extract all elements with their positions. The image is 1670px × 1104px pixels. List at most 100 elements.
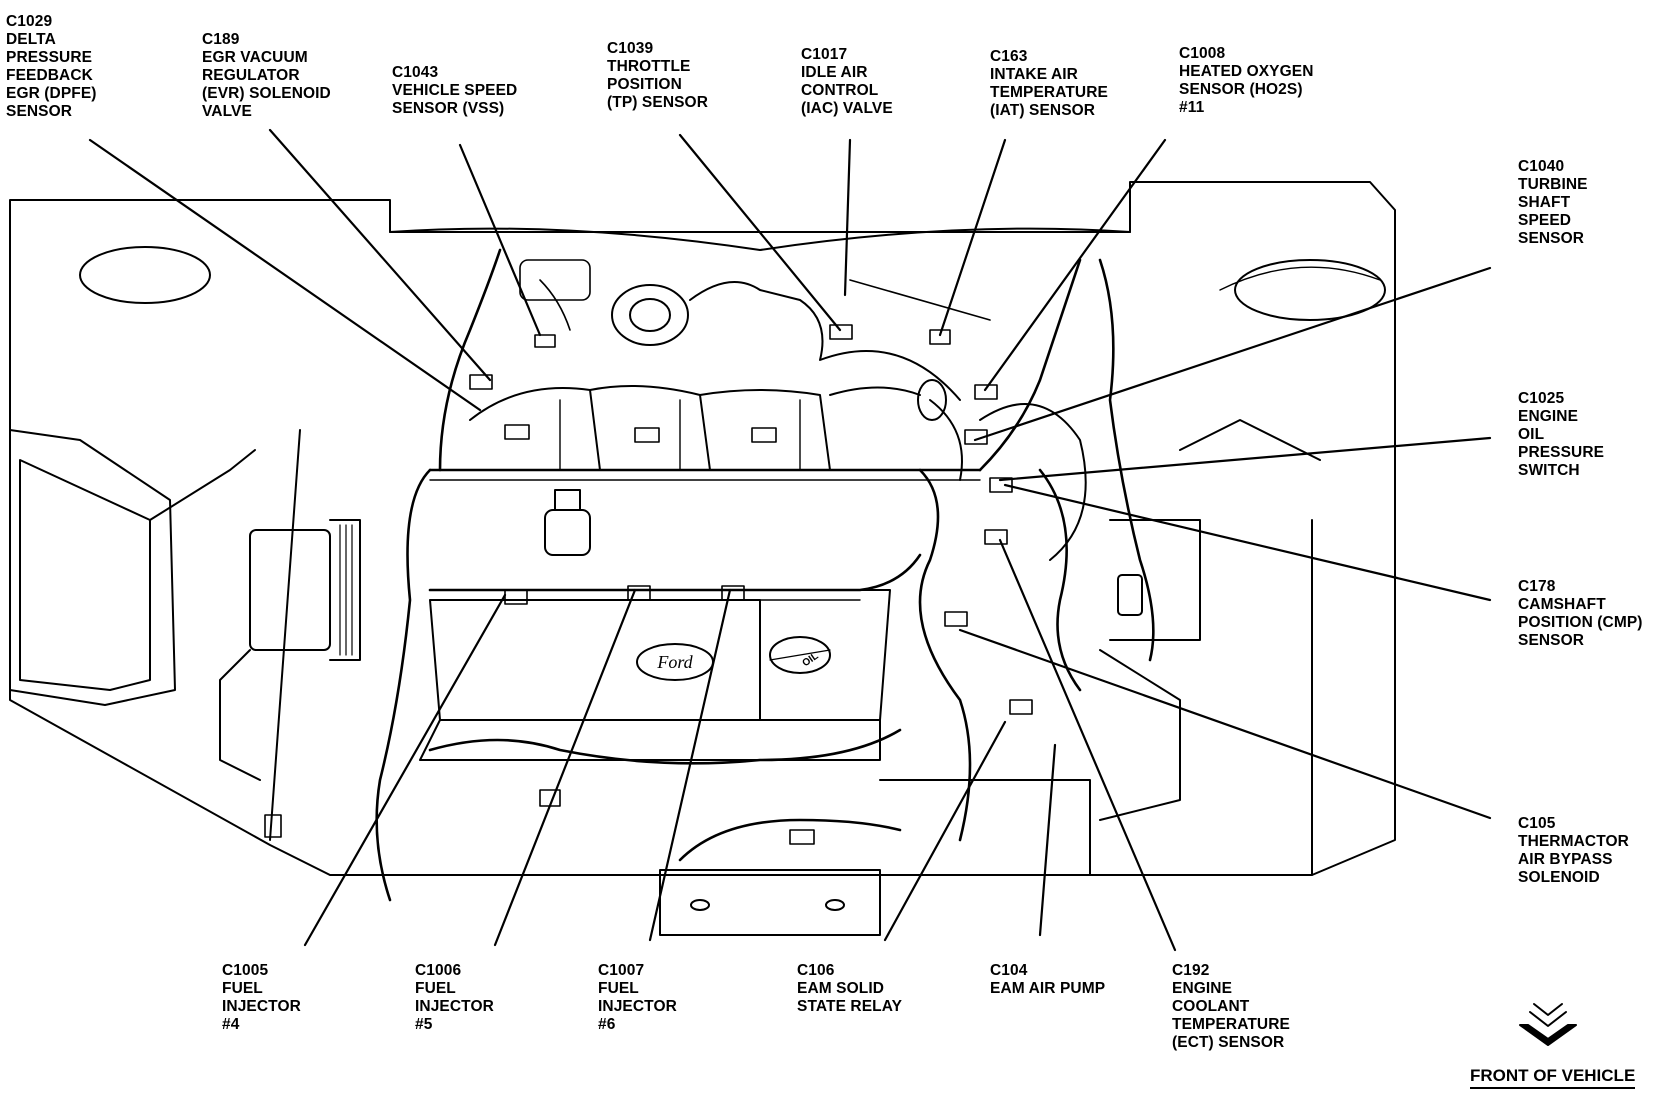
label-line: ENGINE — [1518, 408, 1579, 425]
label-line: IDLE AIR — [801, 64, 868, 81]
label-line: C105 — [1518, 815, 1556, 832]
label-line: STATE RELAY — [797, 998, 903, 1015]
label-line: VEHICLE SPEED — [392, 82, 518, 99]
engine-block — [419, 589, 891, 761]
label-line: SENSOR — [1518, 230, 1585, 247]
front-arrow-icon — [1519, 1003, 1577, 1046]
label-line: SENSOR (HO2S) — [1179, 81, 1303, 98]
label-c1043-vss: C1043 VEHICLE SPEED SENSOR (VSS) — [392, 64, 517, 118]
label-c1007-fuel-injector-6: C1007 FUEL INJECTOR #6 — [598, 962, 677, 1034]
label-line: SHAFT — [1518, 194, 1571, 211]
label-line: EAM AIR PUMP — [990, 980, 1106, 997]
oil-fill-cap — [769, 636, 831, 674]
label-line: SPEED — [1518, 212, 1572, 229]
label-line: #4 — [222, 1016, 240, 1033]
label-c1008-ho2s: C1008 HEATED OXYGEN SENSOR (HO2S) #11 — [1179, 45, 1314, 117]
label-line: THERMACTOR — [1518, 833, 1629, 850]
label-line: C189 — [202, 31, 240, 48]
label-line: (TP) SENSOR — [607, 94, 708, 111]
label-line: POSITION (CMP) — [1518, 614, 1643, 631]
label-c1040-turbine-shaft-speed: C1040 TURBINE SHAFT SPEED SENSOR — [1518, 158, 1588, 248]
label-line: C106 — [797, 962, 835, 979]
front-of-vehicle-label: FRONT OF VEHICLE — [1470, 1066, 1636, 1089]
label-line: C1007 — [598, 962, 645, 979]
label-line: C1043 — [392, 64, 439, 81]
battery-tray — [9, 429, 256, 706]
label-line: FUEL — [415, 980, 456, 997]
right-shock-tower — [1234, 259, 1386, 321]
label-line: C163 — [990, 48, 1028, 65]
air-intake — [611, 281, 963, 481]
label-line: INJECTOR — [222, 998, 301, 1015]
oil-cap-text: OIL — [801, 651, 821, 670]
alternator — [219, 519, 361, 781]
label-c178-cmp-sensor: C178 CAMSHAFT POSITION (CMP) SENSOR — [1518, 578, 1643, 650]
compartment-outline — [9, 181, 1396, 876]
label-line: (ECT) SENSOR — [1172, 1034, 1285, 1051]
label-line: OIL — [1518, 426, 1545, 443]
label-c1017-iac-valve: C1017 IDLE AIR CONTROL (IAC) VALVE — [801, 46, 893, 118]
label-c104-eam-air-pump: C104 EAM AIR PUMP — [990, 962, 1105, 998]
label-c1029-dpfe-sensor: C1029 DELTA PRESSURE FEEDBACK EGR (DPFE)… — [6, 13, 97, 121]
label-c1025-oil-pressure-switch: C1025 ENGINE OIL PRESSURE SWITCH — [1518, 390, 1604, 480]
label-line: C192 — [1172, 962, 1210, 979]
label-c189-evr-solenoid: C189 EGR VACUUM REGULATOR (EVR) SOLENOID… — [202, 31, 331, 121]
label-c1006-fuel-injector-5: C1006 FUEL INJECTOR #5 — [415, 962, 494, 1034]
label-line: SENSOR — [1518, 632, 1585, 649]
label-line: EGR (DPFE) — [6, 85, 97, 102]
label-line: EAM SOLID — [797, 980, 885, 997]
label-line: C1017 — [801, 46, 848, 63]
label-line: REGULATOR — [202, 67, 300, 84]
label-line: SWITCH — [1518, 462, 1580, 479]
label-line: C1040 — [1518, 158, 1565, 175]
label-line: PRESSURE — [6, 49, 93, 66]
label-line: ENGINE — [1172, 980, 1233, 997]
label-c163-iat-sensor: C163 INTAKE AIR TEMPERATURE (IAT) SENSOR — [990, 48, 1108, 120]
label-line: DELTA — [6, 31, 56, 48]
label-line: SENSOR (VSS) — [392, 100, 505, 117]
label-line: C104 — [990, 962, 1028, 979]
label-line: FEEDBACK — [6, 67, 93, 84]
label-line: (EVR) SOLENOID — [202, 85, 331, 102]
label-line: #11 — [1179, 99, 1205, 116]
label-line: AIR BYPASS — [1518, 851, 1613, 868]
label-line: #5 — [415, 1016, 433, 1033]
label-line: THROTTLE — [607, 58, 691, 75]
label-line: COOLANT — [1172, 998, 1250, 1015]
label-line: INJECTOR — [598, 998, 677, 1015]
label-line: (IAT) SENSOR — [990, 102, 1096, 119]
label-line: SOLENOID — [1518, 869, 1600, 886]
label-line: EGR VACUUM — [202, 49, 308, 66]
connectors — [264, 259, 1033, 845]
label-line: FUEL — [222, 980, 263, 997]
label-line: C1029 — [6, 13, 53, 30]
label-line: INTAKE AIR — [990, 66, 1078, 83]
label-line: C1025 — [1518, 390, 1565, 407]
label-c192-ect-sensor: C192 ENGINE COOLANT TEMPERATURE (ECT) SE… — [1172, 962, 1290, 1052]
label-line: C1005 — [222, 962, 269, 979]
label-line: TEMPERATURE — [1172, 1016, 1290, 1033]
label-line: FUEL — [598, 980, 639, 997]
label-line: C1039 — [607, 40, 654, 57]
label-line: C178 — [1518, 578, 1556, 595]
label-line: HEATED OXYGEN — [1179, 63, 1314, 80]
label-line: #6 — [598, 1016, 616, 1033]
leader-lines — [88, 128, 1492, 952]
label-c1005-fuel-injector-4: C1005 FUEL INJECTOR #4 — [222, 962, 301, 1034]
wiring-harness — [375, 248, 1155, 902]
label-c106-eam-solid-state-relay: C106 EAM SOLID STATE RELAY — [797, 962, 902, 1016]
label-line: TURBINE — [1518, 176, 1588, 193]
label-line: C1008 — [1179, 45, 1226, 62]
label-line: PRESSURE — [1518, 444, 1605, 461]
label-line: VALVE — [202, 103, 252, 120]
intake-manifold — [469, 385, 921, 471]
label-line: SENSOR — [6, 103, 73, 120]
label-line: (IAC) VALVE — [801, 100, 893, 117]
label-line: TEMPERATURE — [990, 84, 1108, 101]
label-line: INJECTOR — [415, 998, 494, 1015]
label-line: POSITION — [607, 76, 682, 93]
left-shock-tower — [79, 246, 211, 304]
front-bracket — [659, 779, 1091, 936]
label-c105-thermactor-solenoid: C105 THERMACTOR AIR BYPASS SOLENOID — [1518, 815, 1629, 887]
